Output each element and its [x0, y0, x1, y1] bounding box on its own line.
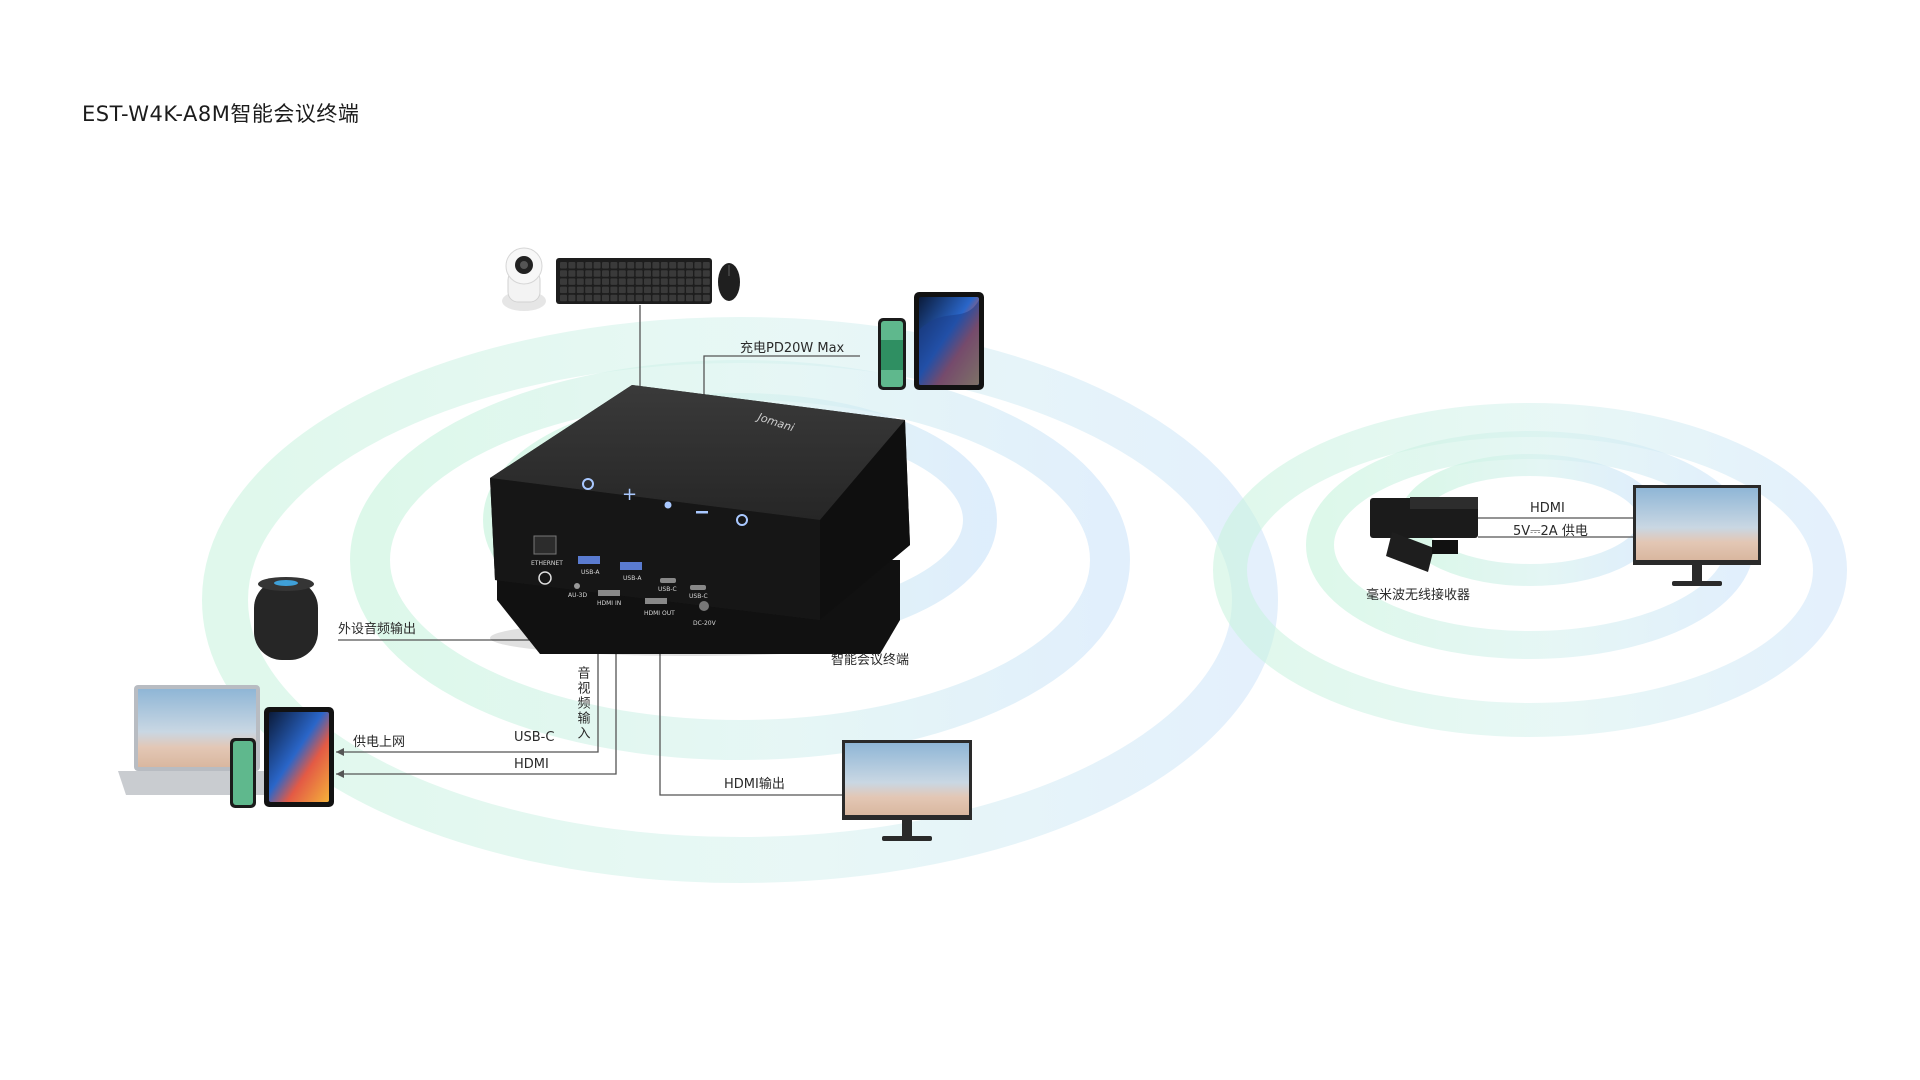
tablet-icon-left [264, 707, 334, 807]
monitor-icon-right [1633, 485, 1761, 586]
power-net-label: 供电上网 [353, 735, 405, 750]
av-input-label: 音视频输入 [575, 665, 591, 741]
svg-text:HDMI OUT: HDMI OUT [644, 610, 675, 617]
svg-text:音视频输入: 音视频输入 [575, 665, 591, 741]
svg-text:ETHERNET: ETHERNET [531, 560, 563, 567]
keyboard-icon [556, 258, 712, 304]
device-touch-controls: + [582, 478, 748, 526]
svg-text:DC-20V: DC-20V [693, 620, 717, 627]
speaker-icon [254, 577, 318, 660]
svg-text:USB-C: USB-C [658, 586, 677, 593]
arrow-heads [336, 748, 344, 778]
conference-device: Jomani + ETHERNET USB-A USB-A USB-C [490, 385, 910, 656]
monitor-icon [842, 740, 972, 841]
svg-text:AU-3D: AU-3D [568, 592, 587, 599]
device-label: 智能会议终端 [831, 652, 909, 668]
receiver-hdmi-label: HDMI [1530, 501, 1565, 516]
hdmi-label: HDMI [514, 757, 549, 772]
mouse-icon [718, 263, 740, 301]
svg-text:+: + [622, 484, 637, 505]
phone-icon-left [230, 738, 256, 808]
svg-text:HDMI IN: HDMI IN [597, 600, 621, 607]
page-title: EST-W4K-A8M智能会议终端 [82, 102, 360, 126]
wireless-waves-receiver [1213, 403, 1847, 737]
receiver-power-label: 5V⎓2A 供电 [1513, 524, 1588, 539]
tablet-icon [914, 292, 984, 390]
receiver-label: 毫米波无线接收器 [1366, 587, 1470, 603]
svg-text:USB-A: USB-A [581, 569, 600, 576]
audio-out-label: 外设音频输出 [338, 621, 416, 637]
camera-icon [502, 247, 546, 311]
charge-label: 充电PD20W Max [740, 340, 845, 356]
receiver-icon [1370, 497, 1478, 572]
usb-c-label: USB-C [514, 730, 554, 745]
device-port-panel: ETHERNET USB-A USB-A USB-C USB-C AU-3D H… [531, 535, 717, 627]
svg-text:USB-C: USB-C [689, 593, 708, 600]
phone-icon [878, 318, 906, 390]
hdmi-out-label: HDMI输出 [724, 776, 785, 792]
svg-text:USB-A: USB-A [623, 575, 642, 582]
